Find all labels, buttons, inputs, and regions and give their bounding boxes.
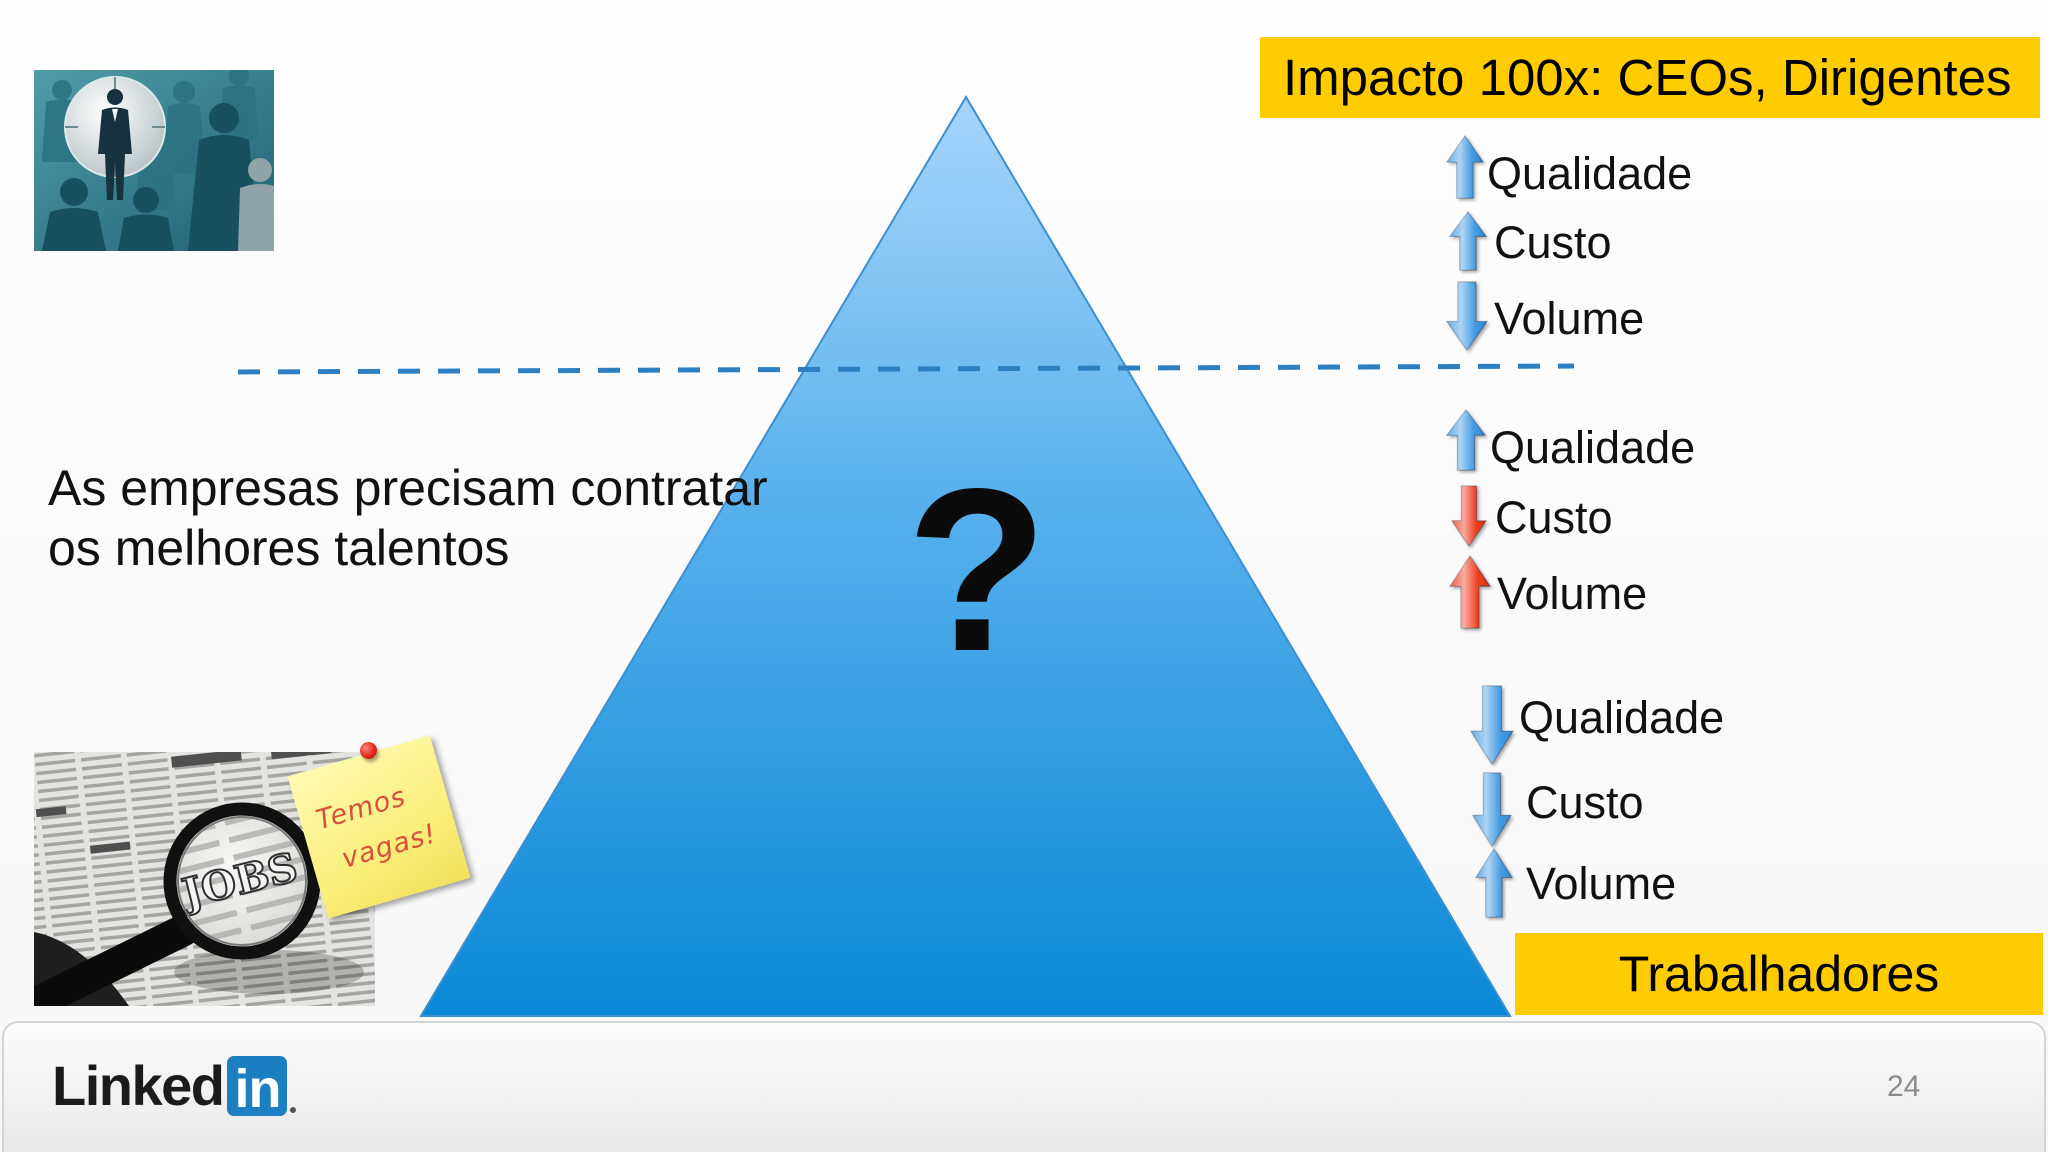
indicator-label: Custo (1494, 217, 1612, 268)
indicator-label: Qualidade (1490, 422, 1696, 473)
crosshair-icon (65, 77, 165, 177)
gray-figure (238, 158, 274, 251)
arrow-highlight (1471, 686, 1513, 764)
page-number: 24 (1887, 1070, 1921, 1103)
body-text-line-1: As empresas precisam contratar (48, 460, 768, 516)
arrow-up-icon-shape (1476, 849, 1512, 917)
pyramid-question-mark: ? (906, 441, 1048, 700)
magnifier-handle (34, 914, 200, 1006)
newspaper-headlines (35, 752, 332, 854)
slide-footer: Linked in 24 (2, 1021, 2046, 1152)
indicator-label: Volume (1494, 293, 1645, 344)
logo-wordmark: Linked (52, 1054, 225, 1117)
arrow-up-icon-shape (1447, 136, 1483, 198)
logo-badge: in (227, 1056, 288, 1116)
arrow-up-icon (1476, 849, 1512, 917)
arrow-up-icon (1450, 212, 1486, 270)
linkedin-logo: Linked in (52, 1054, 297, 1117)
arrow-highlight (1476, 849, 1512, 917)
arrow-highlight (1447, 282, 1487, 350)
arrow-down-icon-shape (1471, 686, 1513, 764)
magnifier-ring (163, 802, 321, 960)
pushpin-icon (360, 742, 377, 759)
arrow-highlight (1450, 556, 1490, 628)
arrow-down-icon-shape (1473, 773, 1511, 846)
arrow-down-icon (1471, 686, 1513, 764)
body-text-line-2: os melhores talentos (48, 520, 510, 576)
arrow-down-icon-shape (1447, 282, 1487, 350)
workers-banner: Trabalhadores (1515, 933, 2043, 1015)
arrow-up-icon (1447, 136, 1483, 198)
arrow-up-icon (1447, 410, 1485, 470)
arrow-up-icon (1450, 556, 1490, 628)
arrow-down-icon-shape (1452, 486, 1486, 546)
arrow-highlight (1447, 410, 1485, 470)
arrow-highlight (1447, 136, 1483, 198)
magnifier-lens: JOBS (176, 815, 308, 947)
arrow-up-icon-shape (1447, 410, 1485, 470)
arrow-down-icon (1447, 282, 1487, 350)
arrow-down-icon (1473, 773, 1511, 846)
arrow-up-icon-shape (1450, 212, 1486, 270)
indicator-label: Qualidade (1519, 692, 1725, 743)
logo-dot-icon (290, 1107, 297, 1113)
arrow-highlight (1452, 486, 1486, 546)
body-text: As empresas precisam contratar os melhor… (48, 458, 768, 578)
indicator-label: Volume (1497, 568, 1648, 619)
arrow-highlight (1473, 773, 1511, 846)
arrow-highlight (1450, 212, 1486, 270)
pyramid (419, 95, 1512, 1017)
indicator-label: Volume (1526, 858, 1677, 909)
indicator-label: Qualidade (1487, 148, 1693, 199)
arrow-up-icon-shape (1450, 556, 1490, 628)
indicator-label: Custo (1495, 492, 1613, 543)
arrow-down-icon (1452, 486, 1486, 546)
executive-target-photo (34, 70, 274, 251)
executive-figure (98, 89, 132, 200)
headline-banner: Impacto 100x: CEOs, Dirigentes (1260, 37, 2040, 118)
indicator-label: Custo (1526, 777, 1644, 828)
